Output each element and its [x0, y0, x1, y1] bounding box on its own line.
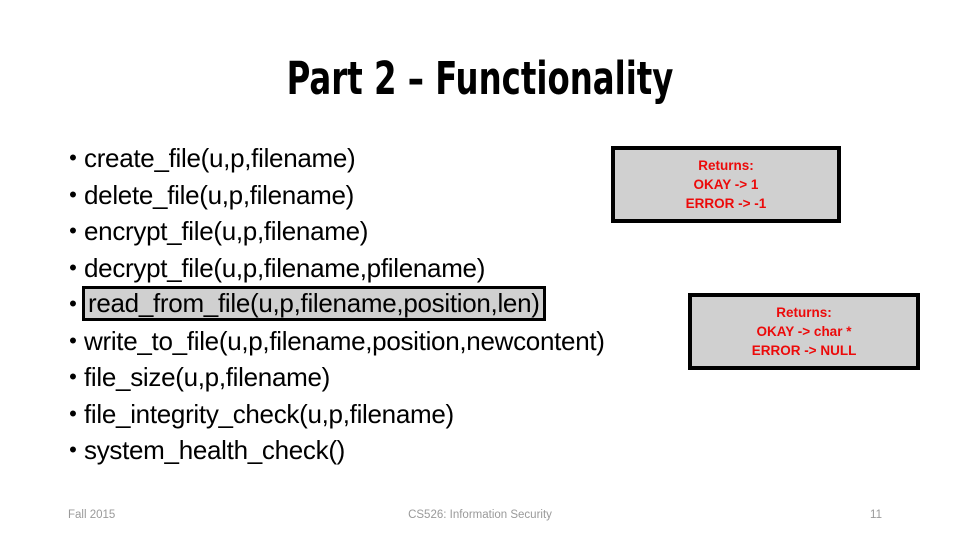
bullet-marker-icon: •: [69, 400, 77, 426]
footer-page-number: 11: [870, 509, 882, 521]
list-item: • write_to_file(u,p,filename,position,ne…: [62, 323, 762, 360]
bullet-marker-icon: •: [69, 327, 77, 353]
function-signature: create_file(u,p,filename): [84, 143, 356, 173]
bullet-marker-icon: •: [69, 364, 77, 389]
bullet-marker-icon: •: [69, 181, 77, 207]
footer-term: Fall 2015: [68, 509, 116, 521]
bullet-marker-icon: •: [69, 145, 77, 170]
list-item: • decrypt_file(u,p,filename,pfilename): [62, 250, 762, 287]
callout-error-value: ERROR -> NULL: [751, 343, 857, 358]
list-item: • encrypt_file(u,p,filename): [62, 213, 762, 250]
function-signature: system_health_check(): [84, 435, 346, 465]
page-title: Part 2 – Functionality: [286, 52, 674, 105]
function-signature: delete_file(u,p,filename): [84, 179, 354, 210]
function-signature: file_integrity_check(u,p,filename): [84, 398, 454, 429]
list-item-highlighted: • read_from_file(u,p,filename,position,l…: [62, 286, 762, 323]
list-item: • create_file(u,p,filename): [62, 140, 762, 177]
slide-footer: Fall 2015 CS526: Information Security 11: [0, 505, 960, 525]
function-list: • create_file(u,p,filename) • delete_fil…: [62, 140, 762, 469]
callout-okay-value: OKAY -> char *: [756, 324, 852, 339]
callout-error-value: ERROR -> -1: [685, 196, 767, 211]
list-item: • file_size(u,p,filename): [62, 359, 762, 396]
function-signature: encrypt_file(u,p,filename): [84, 216, 369, 246]
list-item: • delete_file(u,p,filename): [62, 177, 762, 214]
list-item: • file_integrity_check(u,p,filename): [62, 396, 762, 433]
bullet-marker-icon: •: [69, 291, 77, 316]
callout-returns-pointer: Returns: OKAY -> char * ERROR -> NULL: [688, 293, 920, 370]
function-signature: decrypt_file(u,p,filename,pfilename): [84, 252, 486, 283]
bullet-marker-icon: •: [69, 437, 77, 462]
callout-heading: Returns:: [698, 158, 754, 173]
list-item: • system_health_check(): [62, 432, 762, 469]
bullet-marker-icon: •: [69, 254, 77, 280]
footer-course: CS526: Information Security: [408, 509, 552, 521]
function-signature: file_size(u,p,filename): [84, 362, 330, 392]
function-signature: write_to_file(u,p,filename,position,newc…: [84, 325, 605, 356]
callout-returns-integer: Returns: OKAY -> 1 ERROR -> -1: [611, 146, 841, 223]
callout-heading: Returns:: [776, 305, 832, 320]
function-signature-highlighted: read_from_file(u,p,filename,position,len…: [82, 286, 546, 321]
bullet-marker-icon: •: [69, 218, 77, 243]
callout-okay-value: OKAY -> 1: [693, 177, 759, 192]
